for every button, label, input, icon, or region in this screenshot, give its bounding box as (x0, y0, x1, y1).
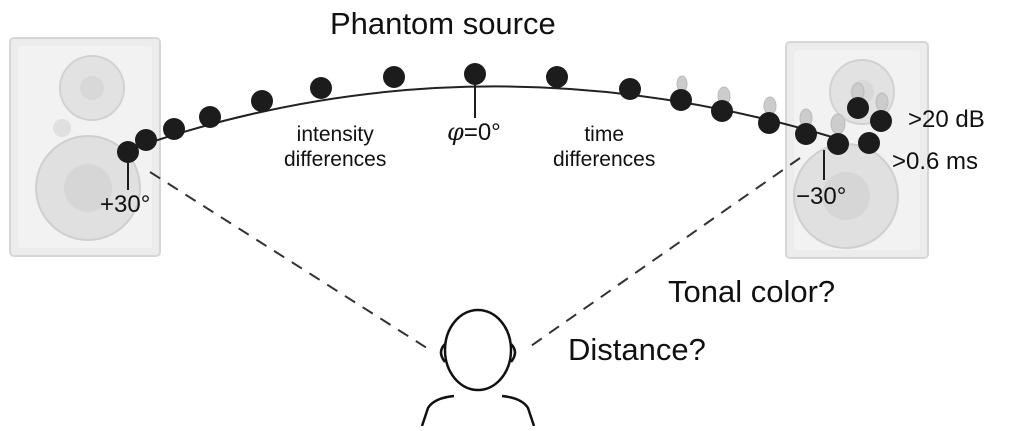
source-dot (310, 77, 332, 99)
source-dot (383, 66, 405, 88)
plus-thirty-label: +30° (100, 191, 151, 218)
source-dot (199, 106, 221, 128)
source-dot (870, 110, 892, 132)
ghost-markers (676, 75, 889, 135)
phantom-source-dots (117, 63, 892, 163)
source-dot (670, 89, 692, 111)
source-dot (827, 133, 849, 155)
source-dot (858, 132, 880, 154)
source-dot (117, 141, 139, 163)
phi-zero-label: φ=0° (447, 118, 501, 146)
source-dot (795, 123, 817, 145)
source-dot (251, 90, 273, 112)
left-speaker-icon (9, 37, 161, 257)
left-dashed-line (149, 171, 431, 351)
tonal-color-label: Tonal color? (668, 274, 836, 309)
ms-threshold-label: >0.6 ms (892, 148, 979, 175)
minus-thirty-label: −30° (796, 183, 847, 210)
source-dot (546, 66, 568, 88)
phantom-arc (127, 85, 843, 151)
time-differences-label: time differences (553, 123, 656, 172)
source-dot (163, 118, 185, 140)
diagram-title: Phantom source (330, 6, 556, 41)
source-dot (758, 112, 780, 134)
right-dashed-line (527, 157, 801, 349)
source-dot (847, 97, 869, 119)
db-threshold-label: >20 dB (908, 106, 985, 133)
intensity-differences-label: intensity differences (284, 123, 387, 172)
source-dot (135, 129, 157, 151)
source-dot (619, 78, 641, 100)
listener-head-icon (420, 308, 536, 427)
distance-label: Distance? (568, 332, 706, 367)
source-dot (711, 100, 733, 122)
source-dot-center (464, 63, 486, 85)
